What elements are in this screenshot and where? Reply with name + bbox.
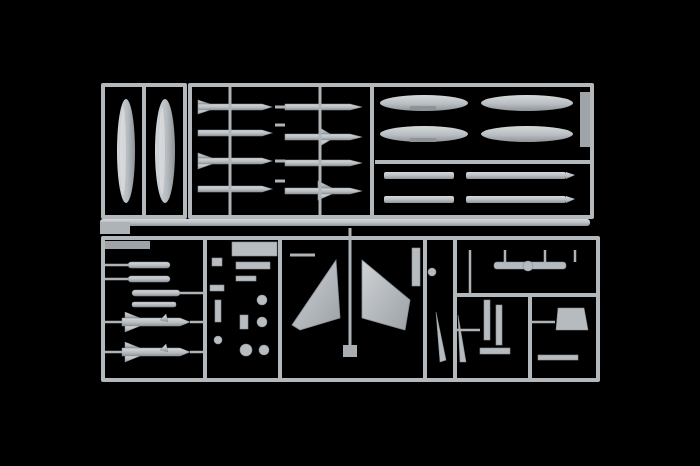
upper-sprue-label [580, 92, 590, 147]
upper-gate-tab [100, 222, 130, 234]
center-spine [290, 228, 352, 345]
upper-sprue-frame [101, 83, 594, 219]
wing-left-part [291, 258, 341, 331]
weapons-connectors [105, 263, 205, 354]
fuel-pod-3 [380, 126, 468, 142]
wing-right-part [361, 259, 411, 331]
drop-tank-right [155, 99, 175, 203]
missile-row-3 [197, 152, 363, 170]
runner-connectors-upper [228, 87, 322, 215]
missile-row-2 [197, 127, 363, 147]
center-part [343, 345, 357, 357]
missile-row-4 [197, 180, 363, 201]
right-connectors [455, 250, 577, 332]
small-parts-column [209, 241, 278, 357]
pylon-strips [384, 172, 575, 203]
long-connector-rod [100, 219, 590, 226]
missile-row-1 [197, 99, 363, 115]
fuel-pod-2 [481, 95, 573, 111]
right-detail-parts [411, 247, 589, 363]
fuel-pod-4 [481, 126, 573, 142]
fuel-pod-1 [380, 95, 468, 111]
drop-tank-left [117, 99, 135, 203]
lower-label-tab [105, 241, 150, 249]
weapons-left-column [121, 261, 191, 363]
